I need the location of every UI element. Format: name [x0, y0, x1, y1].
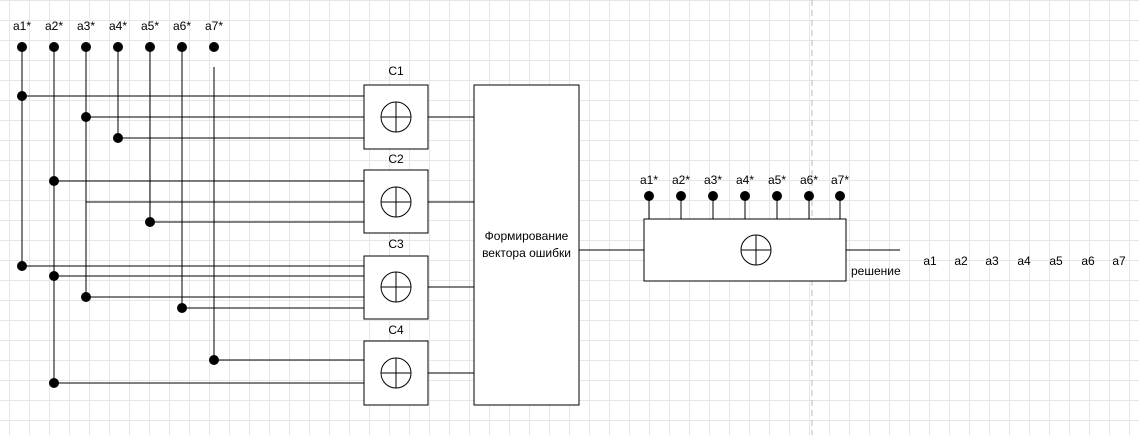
corrector-input-label-a5: a5*: [768, 173, 786, 187]
corrector-inputs: a1* a2* a3* a4* a5* a6* a7*: [640, 173, 849, 219]
corrector-terminal: [804, 191, 814, 201]
output-label-a1: a1: [923, 254, 937, 268]
junction-dot: [145, 217, 155, 227]
junction-dot: [49, 176, 59, 186]
corrector-input-label-a3: a3*: [704, 173, 722, 187]
output-label-a3: a3: [985, 254, 999, 268]
corrector-terminal: [676, 191, 686, 201]
output-label-a7: a7: [1112, 254, 1126, 268]
input-label-a5: a5*: [141, 19, 159, 33]
input-terminals: [17, 42, 219, 52]
error-vector-label-line2: вектора ошибки: [482, 246, 571, 260]
junction-dot: [81, 112, 91, 122]
input-label-a6: a6*: [173, 19, 191, 33]
junction-dot: [81, 292, 91, 302]
vertical-bus-lines: [21, 47, 215, 383]
junction-dot: [177, 303, 187, 313]
input-label-a4: a4*: [109, 19, 127, 33]
corrector-input-label-a2: a2*: [672, 173, 690, 187]
corrector-input-label-a7: a7*: [831, 173, 849, 187]
error-vector-label-line1: Формирование: [485, 229, 569, 243]
checker-label-c4: C4: [388, 323, 404, 337]
output-label-a4: a4: [1017, 254, 1031, 268]
checker-c3: C3: [363, 237, 429, 320]
input-labels: a1* a2* a3* a4* a5* a6* a7*: [13, 19, 223, 33]
corrector-terminal: [708, 191, 718, 201]
corrector-terminal: [740, 191, 750, 201]
input-label-a7: a7*: [205, 19, 223, 33]
corrector-terminal: [772, 191, 782, 201]
junction-dot: [17, 261, 27, 271]
junction-dot: [49, 271, 59, 281]
input-label-a1: a1*: [13, 19, 31, 33]
input-label-a3: a3*: [77, 19, 95, 33]
corrector-terminal: [835, 191, 845, 201]
output-label-a6: a6: [1081, 254, 1095, 268]
corrector-terminal: [644, 191, 654, 201]
junction-dot: [49, 378, 59, 388]
solution-label: решение: [851, 264, 901, 278]
corrector-block: [643, 218, 847, 282]
corrector-input-label-a4: a4*: [736, 173, 754, 187]
error-vector-block: Формирование вектора ошибки: [473, 84, 580, 406]
checker-label-c1: C1: [388, 64, 404, 78]
corrector-input-label-a1: a1*: [640, 173, 658, 187]
checker-c4: C4: [363, 323, 429, 406]
checker-input-wires: [22, 95, 364, 384]
error-vector-box: [473, 84, 580, 406]
junction-dots: [17, 91, 219, 388]
checker-output-wires: [428, 116, 474, 374]
junction-dot: [17, 91, 27, 101]
junction-dot: [209, 355, 219, 365]
checker-label-c3: C3: [388, 237, 404, 251]
checker-c2: C2: [363, 152, 429, 234]
output-label-a5: a5: [1049, 254, 1063, 268]
input-label-a2: a2*: [45, 19, 63, 33]
junction-dot: [113, 133, 123, 143]
input-terminal: [209, 42, 219, 52]
checker-c1: C1: [363, 64, 429, 150]
checker-label-c2: C2: [388, 152, 404, 166]
output-labels: a1 a2 a3 a4 a5 a6 a7: [923, 254, 1126, 268]
corrector-input-label-a6: a6*: [800, 173, 818, 187]
output-label-a2: a2: [954, 254, 968, 268]
